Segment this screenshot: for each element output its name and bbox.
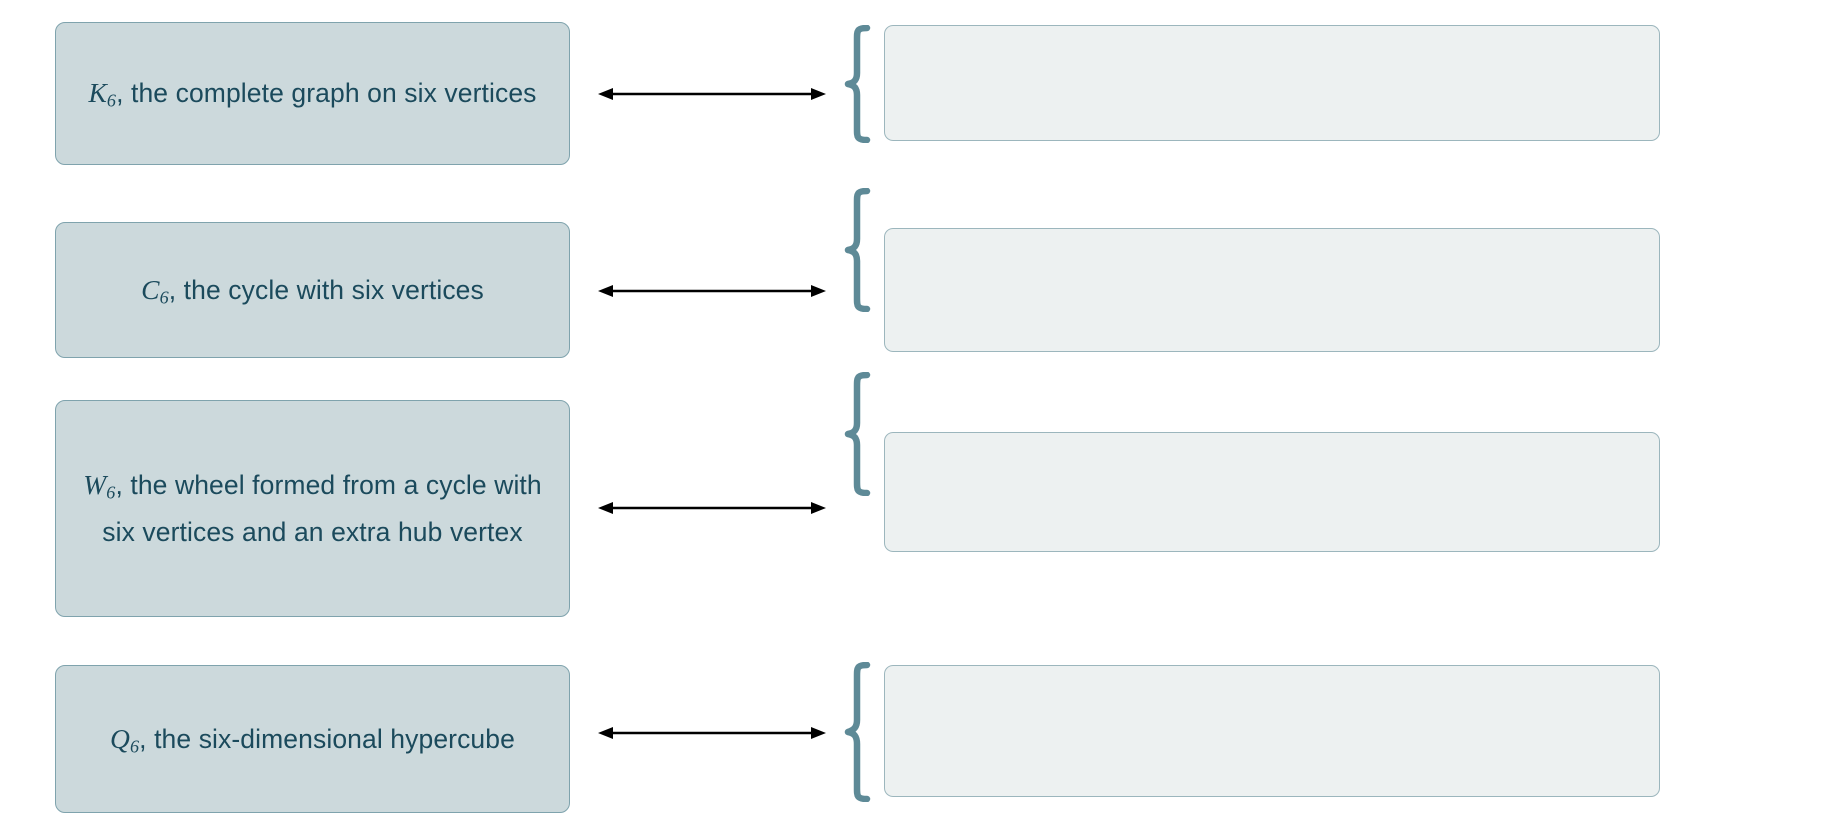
double-arrow-w6 [598,497,826,519]
double-arrow-k6 [598,83,826,105]
graph-symbol-c6: C6 [141,273,169,308]
brace-k6 [843,25,875,143]
graph-symbol-w6: W6 [83,468,116,503]
graph-symbol-k6: K6 [88,77,117,112]
prompt-text-q6: Q6, the six-dimensional hypercube [70,715,555,763]
prompt-description-c6: , the cycle with six vertices [168,274,484,305]
answer-box-w6[interactable] [884,432,1660,552]
subscript-c6: 6 [159,287,169,308]
prompt-box-q6[interactable]: Q6, the six-dimensional hypercube [55,665,570,813]
subscript-q6: 6 [130,736,140,757]
matching-row: W6, the wheel formed from a cycle with s… [0,0,1826,617]
subscript-w6: 6 [106,482,116,503]
answer-box-q6[interactable] [884,665,1660,797]
answer-box-c6[interactable] [884,228,1660,352]
prompt-description-w6: , the wheel formed from a cycle with six… [102,469,542,548]
matching-row: C6, the cycle with six vertices [0,0,1826,358]
prompt-text-c6: C6, the cycle with six vertices [70,266,555,314]
brace-w6 [843,372,875,496]
answer-box-k6[interactable] [884,25,1660,141]
graph-symbol-q6: Q6 [110,722,140,757]
brace-q6 [843,662,875,802]
prompt-box-c6[interactable]: C6, the cycle with six vertices [55,222,570,358]
double-arrow-c6 [598,280,826,302]
subscript-k6: 6 [106,91,117,112]
brace-c6 [843,188,875,312]
matching-row: K6, the complete graph on six vertices [0,0,1826,200]
prompt-box-w6[interactable]: W6, the wheel formed from a cycle with s… [55,400,570,617]
prompt-text-k6: K6, the complete graph on six vertices [70,69,555,117]
double-arrow-q6 [598,722,826,744]
prompt-text-w6: W6, the wheel formed from a cycle with s… [70,461,555,556]
prompt-box-k6[interactable]: K6, the complete graph on six vertices [55,22,570,165]
prompt-description-q6: , the six-dimensional hypercube [139,723,515,754]
prompt-description-k6: , the complete graph on six vertices [116,78,537,109]
